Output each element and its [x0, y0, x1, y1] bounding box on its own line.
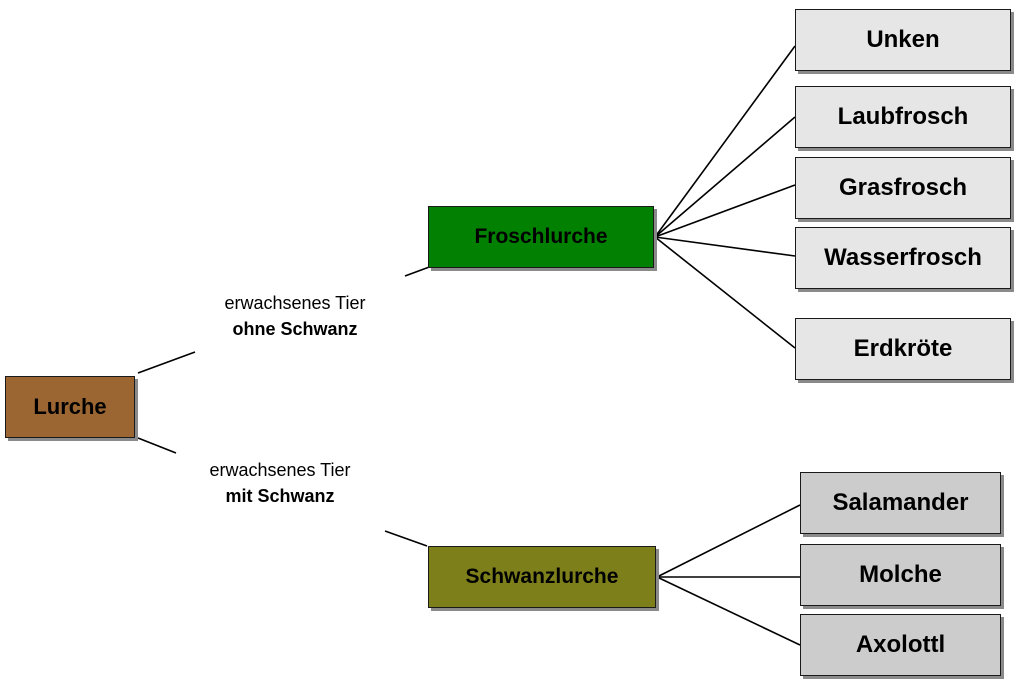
node-unken: Unken: [795, 9, 1011, 71]
node-grasfrosch: Grasfrosch: [795, 157, 1011, 219]
node-froschlurche: Froschlurche: [428, 206, 654, 268]
node-erdkroete-label: Erdkröte: [853, 335, 953, 362]
edge-root-schwanzlurche-b: [384, 530, 428, 547]
node-lurche: Lurche: [5, 376, 135, 438]
edge-schwanzlurche-axolottl: [656, 576, 801, 646]
node-salamander-label: Salamander: [832, 489, 969, 516]
edge-froschlurche-grasfrosch: [654, 184, 796, 238]
edge-froschlurche-laubfrosch: [654, 116, 796, 238]
edge-label-lower-line2: mit Schwanz: [225, 486, 335, 506]
edge-froschlurche-wasserfrosch: [654, 236, 796, 257]
edge-froschlurche-erdkroete: [654, 236, 796, 349]
node-unken-label: Unken: [866, 26, 940, 53]
node-schwanzlurche: Schwanzlurche: [428, 546, 656, 608]
node-molche: Molche: [800, 544, 1001, 606]
edge-label-upper: erwachsenes Tier ohne Schwanz: [195, 290, 395, 342]
node-molche-label: Molche: [859, 561, 942, 588]
edge-label-upper-line2: ohne Schwanz: [232, 319, 358, 339]
node-lurche-label: Lurche: [33, 394, 107, 419]
edge-root-schwanzlurche-a: [137, 437, 177, 454]
node-schwanzlurche-label: Schwanzlurche: [465, 565, 619, 588]
edge-label-lower: erwachsenes Tier mit Schwanz: [180, 457, 380, 509]
edge-froschlurche-unken: [654, 45, 796, 238]
node-wasserfrosch: Wasserfrosch: [795, 227, 1011, 289]
node-laubfrosch: Laubfrosch: [795, 86, 1011, 148]
node-laubfrosch-label: Laubfrosch: [837, 103, 969, 130]
edge-root-froschlurche-a: [137, 351, 196, 374]
node-grasfrosch-label: Grasfrosch: [838, 174, 968, 201]
node-salamander: Salamander: [800, 472, 1001, 534]
node-axolottl-label: Axolottl: [855, 631, 946, 658]
edge-label-upper-line1: erwachsenes Tier: [224, 293, 366, 313]
node-erdkroete: Erdkröte: [795, 318, 1011, 380]
node-froschlurche-label: Froschlurche: [474, 225, 608, 248]
edge-schwanzlurche-salamander: [656, 504, 801, 578]
node-axolottl: Axolottl: [800, 614, 1001, 676]
edge-root-froschlurche-b: [404, 265, 433, 277]
edge-label-lower-line1: erwachsenes Tier: [209, 460, 351, 480]
node-wasserfrosch-label: Wasserfrosch: [824, 244, 982, 271]
